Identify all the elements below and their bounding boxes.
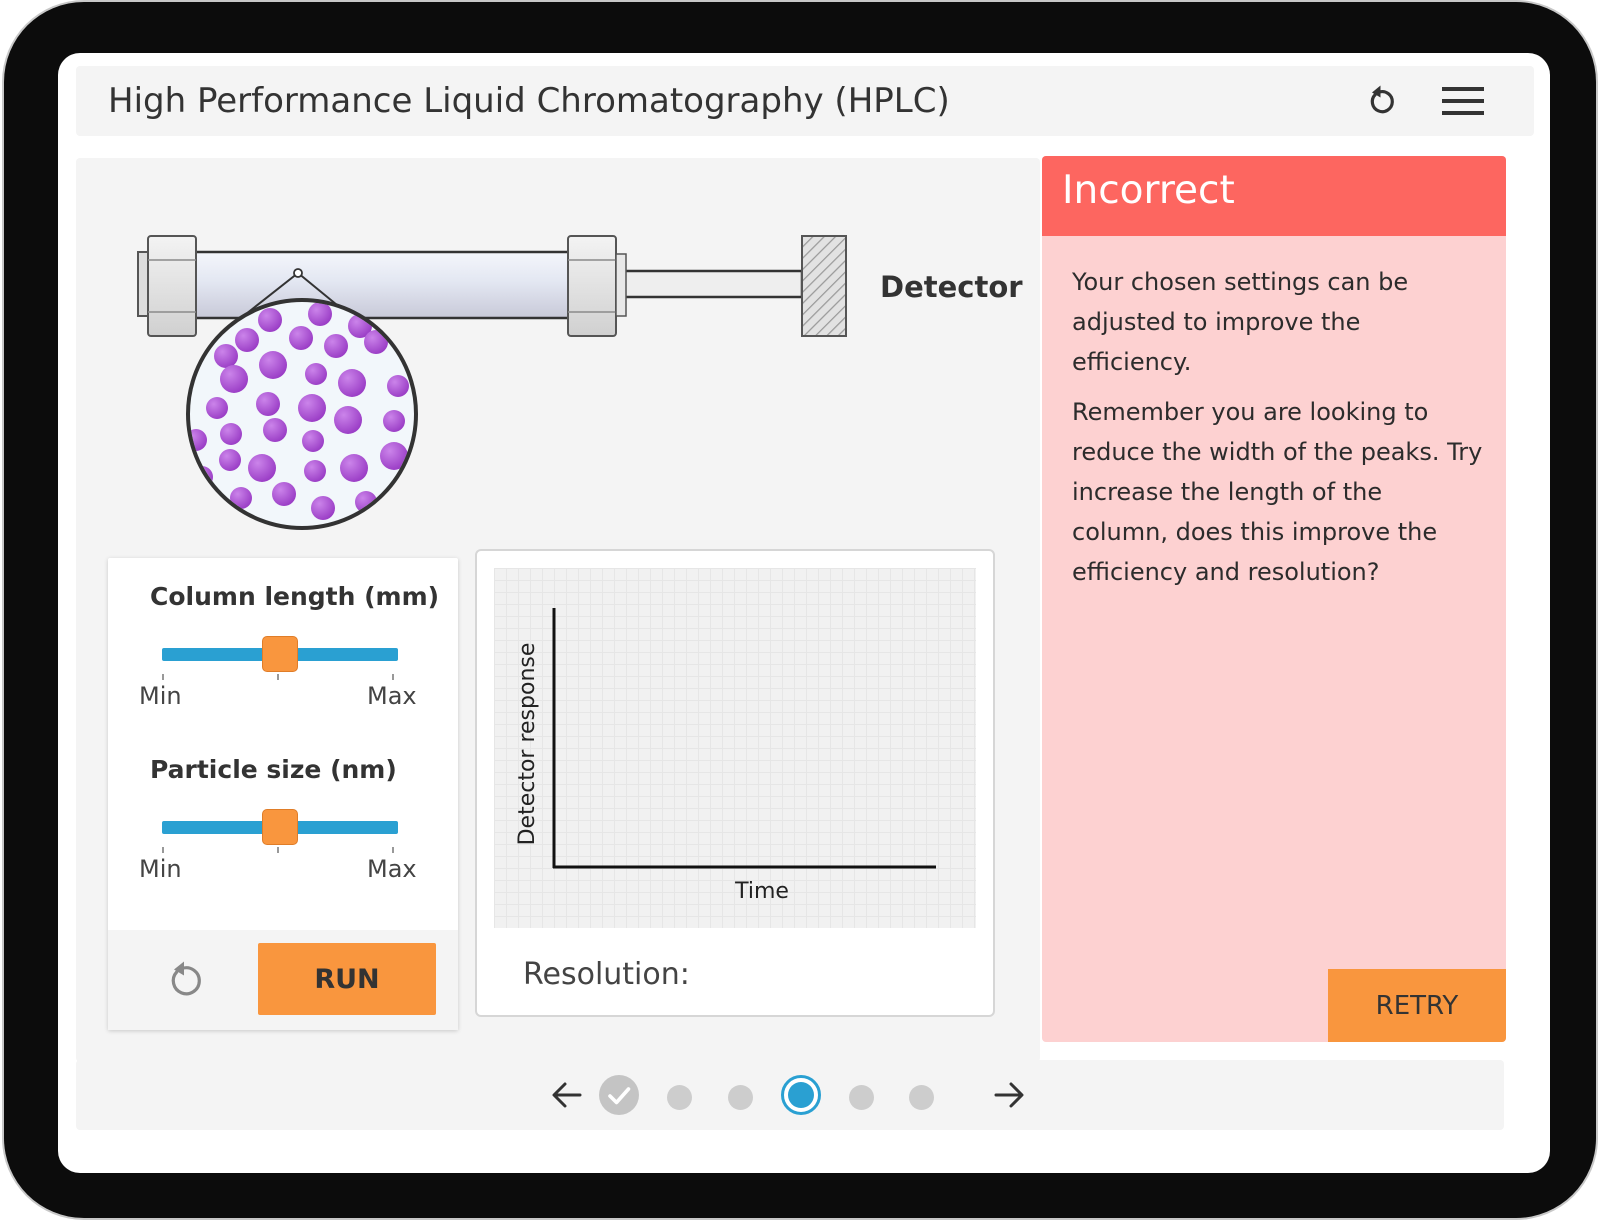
restart-button[interactable] [1361, 80, 1403, 122]
restart-icon [1370, 85, 1394, 114]
arrow-right-icon [994, 1082, 1024, 1108]
x-axis-label: Time [734, 879, 789, 904]
page-title: High Performance Liquid Chromatography (… [108, 81, 950, 121]
simulation-panel: Detector Column length (mm) Min Max Part… [76, 158, 1040, 1062]
retry-button[interactable]: RETRY [1328, 969, 1506, 1042]
checkmark-icon [608, 1087, 631, 1105]
column-length-label: Column length (mm) [150, 582, 440, 611]
page-dot-completed[interactable] [599, 1075, 639, 1115]
reset-settings-button[interactable] [162, 952, 208, 1004]
tablet-frame: High Performance Liquid Chromatography (… [4, 2, 1596, 1218]
feedback-title: Incorrect [1062, 168, 1235, 213]
hplc-column-illustration [137, 235, 847, 530]
page-dot[interactable] [909, 1085, 934, 1110]
next-page-button[interactable] [986, 1072, 1032, 1118]
particle-size-thumb[interactable] [262, 809, 298, 845]
slider-tick [277, 674, 279, 680]
pagination-bar [76, 1060, 1504, 1130]
hamburger-menu-icon [1442, 87, 1484, 115]
app-screen: High Performance Liquid Chromatography (… [58, 53, 1550, 1173]
y-axis-label: Detector response [515, 643, 540, 846]
column-length-min-label: Min [139, 682, 182, 710]
slider-tick [392, 674, 394, 680]
chromatogram-plot: Detector response Time [494, 568, 976, 928]
chromatogram-card: Detector response Time Resolution: [475, 549, 995, 1017]
particle-size-label: Particle size (nm) [150, 755, 397, 784]
detector-block [801, 235, 847, 337]
page-dot[interactable] [727, 1085, 753, 1110]
column-fitting-left [147, 235, 197, 337]
detector-label: Detector [880, 270, 1023, 304]
page-dot-current[interactable] [780, 1075, 821, 1115]
slider-tick [392, 847, 394, 853]
chromatogram-axes: Detector response Time [515, 608, 936, 904]
column-length-thumb[interactable] [262, 636, 298, 672]
slider-tick [162, 847, 164, 853]
column-tube [192, 250, 572, 320]
column-length-max-label: Max [367, 682, 417, 710]
slider-tick [277, 847, 279, 853]
page-dot[interactable] [848, 1085, 874, 1110]
page-dot-current-fill [787, 1082, 814, 1108]
menu-button[interactable] [1442, 80, 1484, 122]
slider-tick [162, 674, 164, 680]
particle-size-slider[interactable] [162, 799, 398, 859]
app-header: High Performance Liquid Chromatography (… [76, 66, 1534, 136]
arrow-left-icon [552, 1082, 582, 1108]
settings-actions: RUN [108, 930, 458, 1030]
particle-size-min-label: Min [139, 855, 182, 883]
feedback-paragraph: Remember you are looking to reduce the w… [1072, 398, 1483, 586]
settings-panel: Column length (mm) Min Max Particle size… [108, 558, 458, 1030]
feedback-message: Your chosen settings can be adjusted to … [1072, 262, 1484, 602]
reset-icon [171, 961, 201, 996]
page-dot[interactable] [667, 1085, 692, 1110]
column-length-slider[interactable] [162, 626, 398, 686]
feedback-header: Incorrect [1042, 156, 1506, 236]
previous-page-button[interactable] [544, 1072, 590, 1118]
particle-size-max-label: Max [367, 855, 417, 883]
resolution-label: Resolution: [523, 957, 690, 992]
column-fitting-right [567, 235, 617, 337]
run-button[interactable]: RUN [258, 943, 436, 1015]
feedback-panel: Incorrect Your chosen settings can be ad… [1042, 156, 1506, 1042]
feedback-paragraph: Your chosen settings can be adjusted to … [1072, 268, 1409, 376]
